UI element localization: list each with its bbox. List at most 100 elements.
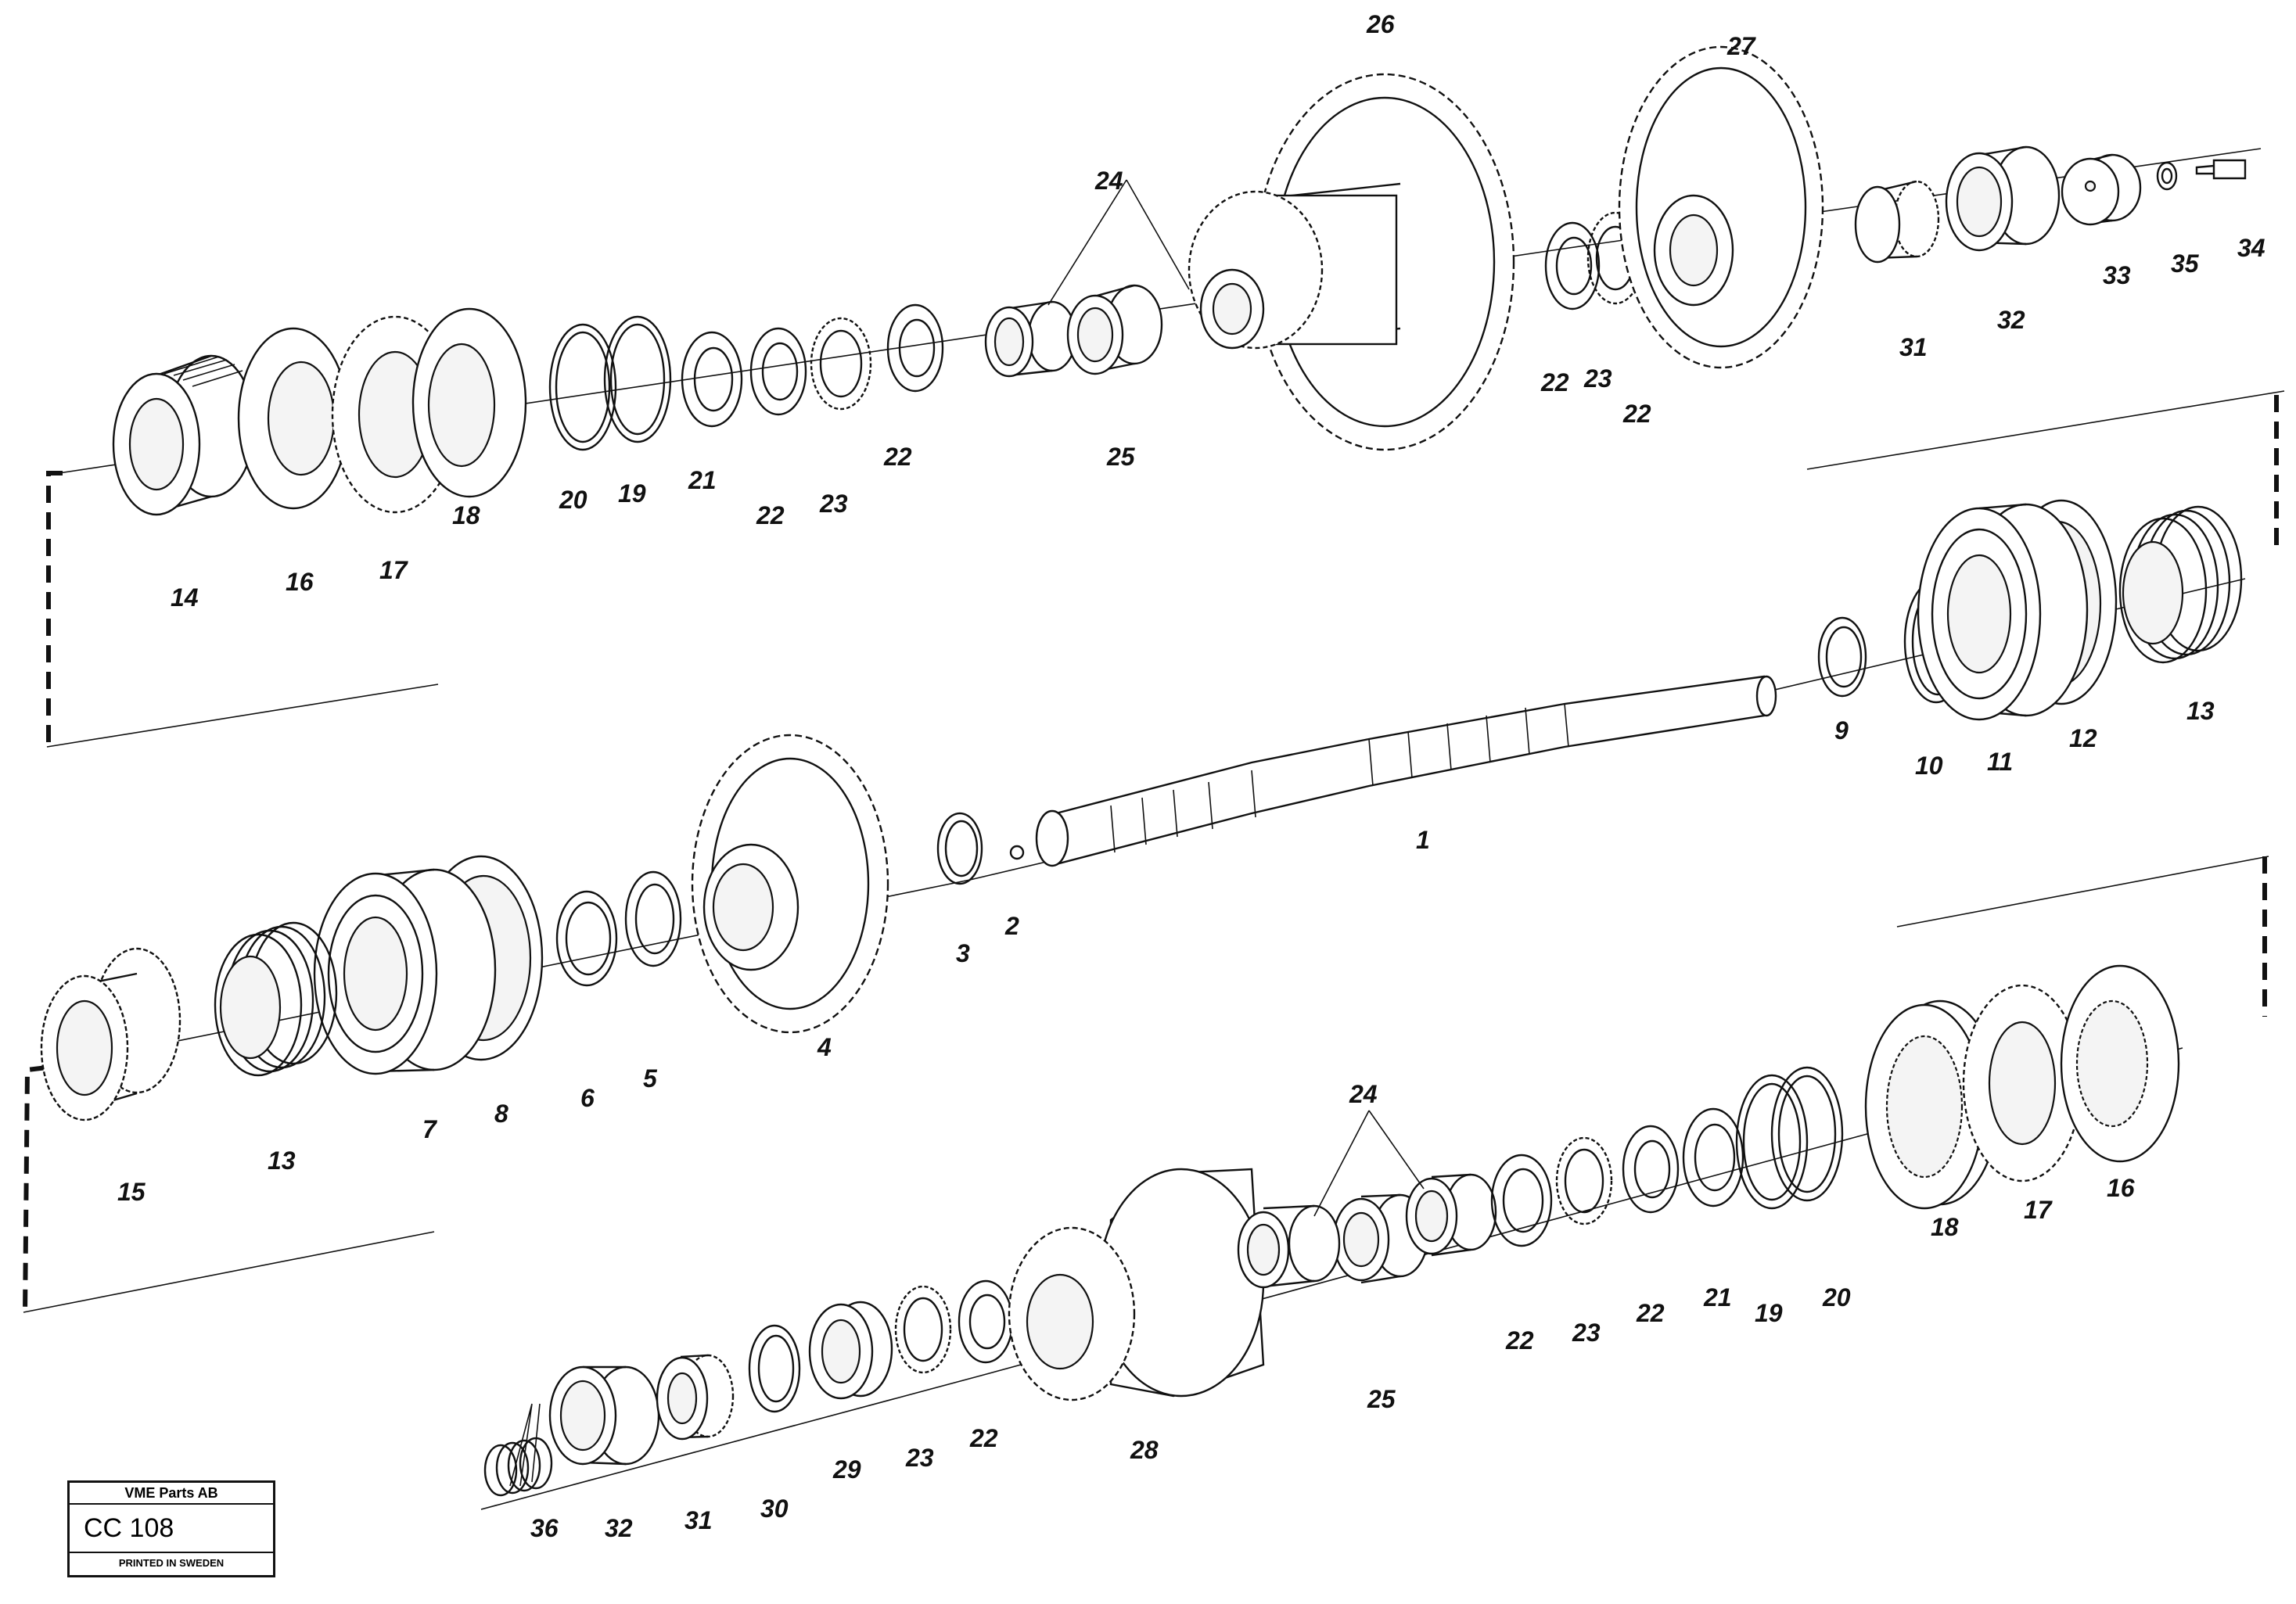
part-31b-pinion bbox=[656, 1354, 735, 1441]
callout-23a: 23 bbox=[819, 490, 848, 518]
callout-24b: 24 bbox=[1349, 1080, 1378, 1108]
callout-6: 6 bbox=[580, 1084, 595, 1112]
callout-31b: 31 bbox=[684, 1506, 713, 1534]
part-35-washer bbox=[2156, 161, 2178, 191]
connector-dashes bbox=[23, 395, 2279, 1315]
part-4-gear bbox=[691, 734, 889, 1034]
part-17b-gear-ring bbox=[1962, 984, 2082, 1182]
callout-19b: 19 bbox=[1755, 1299, 1783, 1327]
drawing-code: CC 108 bbox=[70, 1505, 273, 1553]
callout-3: 3 bbox=[956, 939, 970, 967]
callout-10: 10 bbox=[1915, 752, 1943, 780]
callout-36: 36 bbox=[530, 1514, 559, 1542]
callout-28: 28 bbox=[1130, 1436, 1159, 1464]
callout-30: 30 bbox=[760, 1495, 789, 1523]
callout-24a: 24 bbox=[1094, 167, 1123, 195]
callout-32b: 32 bbox=[605, 1514, 633, 1542]
callout-4: 4 bbox=[817, 1033, 832, 1061]
part-22b-washer bbox=[886, 303, 944, 393]
callout-35: 35 bbox=[2171, 249, 2200, 278]
callout-27: 27 bbox=[1726, 32, 1757, 60]
callout-13b: 13 bbox=[2186, 697, 2215, 725]
callout-18b: 18 bbox=[1931, 1213, 1959, 1241]
part-26-large-gear bbox=[1188, 73, 1515, 451]
part-6-washer bbox=[555, 890, 618, 987]
part-7-clutch-body bbox=[313, 868, 497, 1075]
part-29-bearing-race bbox=[808, 1301, 893, 1400]
callout-7: 7 bbox=[422, 1115, 438, 1143]
part-1-mainshaft bbox=[1035, 675, 1777, 867]
title-block: VME Parts AB CC 108 PRINTED IN SWEDEN bbox=[67, 1480, 275, 1577]
part-25-sleeve bbox=[1066, 284, 1163, 375]
part-36-springs bbox=[483, 1437, 553, 1497]
callout-32a: 32 bbox=[1997, 306, 2025, 334]
part-33-cap bbox=[2061, 153, 2142, 226]
callout-17b: 17 bbox=[2024, 1196, 2053, 1224]
callout-13: 13 bbox=[268, 1146, 296, 1175]
part-28-gear-body bbox=[1008, 1168, 1265, 1401]
callout-18: 18 bbox=[452, 501, 480, 529]
part-2-ball bbox=[1009, 845, 1025, 860]
part-22-washer bbox=[749, 327, 807, 416]
leader-lines bbox=[509, 179, 1425, 1487]
part-22d-washer bbox=[958, 1279, 1014, 1364]
callout-34: 34 bbox=[2237, 234, 2265, 262]
callout-29: 29 bbox=[832, 1455, 861, 1484]
part-32-bushing bbox=[1945, 145, 2061, 252]
part-22c-washer bbox=[1544, 221, 1601, 310]
callout-23c: 23 bbox=[905, 1444, 934, 1472]
printed-note: PRINTED IN SWEDEN bbox=[118, 1557, 225, 1569]
part-16b-plate bbox=[2060, 964, 2180, 1163]
part-23d-bearing bbox=[1555, 1136, 1613, 1225]
part-9-ring bbox=[1817, 616, 1867, 698]
callout-labels: 1 2 3 4 5 6 7 8 9 10 11 12 13 13 14 15 1… bbox=[117, 10, 2265, 1542]
callout-9: 9 bbox=[1834, 716, 1849, 745]
part-30-ring bbox=[748, 1324, 801, 1413]
part-13b-spring bbox=[2118, 505, 2243, 664]
callout-16b: 16 bbox=[2107, 1174, 2135, 1202]
part-32b-bushing bbox=[548, 1365, 660, 1466]
callout-31a: 31 bbox=[1899, 333, 1928, 361]
callout-1: 1 bbox=[1416, 826, 1430, 854]
part-20-19-rings bbox=[548, 315, 672, 451]
callout-20b: 20 bbox=[1822, 1283, 1851, 1312]
part-21-washer bbox=[681, 331, 743, 428]
company-name: VME Parts AB bbox=[70, 1483, 273, 1505]
callout-22d: 22 bbox=[1622, 400, 1651, 428]
callout-17: 17 bbox=[379, 556, 409, 584]
part-3-ring bbox=[936, 812, 983, 885]
part-31-pinion bbox=[1854, 180, 1940, 264]
part-13-spring bbox=[214, 921, 338, 1077]
callout-2: 2 bbox=[1004, 912, 1019, 940]
callout-14: 14 bbox=[171, 583, 199, 612]
callout-8: 8 bbox=[494, 1100, 508, 1128]
part-21b-washer bbox=[1682, 1107, 1744, 1207]
callout-33: 33 bbox=[2103, 261, 2131, 289]
callout-20: 20 bbox=[559, 486, 587, 514]
callout-12: 12 bbox=[2069, 724, 2097, 752]
callout-26: 26 bbox=[1366, 10, 1395, 38]
part-11-clutch-body bbox=[1917, 503, 2089, 721]
callout-5: 5 bbox=[643, 1064, 658, 1093]
callout-16: 16 bbox=[286, 568, 314, 596]
callout-22g: 22 bbox=[1636, 1299, 1665, 1327]
callout-21b: 21 bbox=[1703, 1283, 1732, 1312]
part-22e-washer bbox=[1490, 1154, 1553, 1247]
callout-23b: 23 bbox=[1583, 364, 1612, 393]
callout-21: 21 bbox=[688, 466, 717, 494]
part-34-bolt bbox=[2195, 159, 2247, 180]
callout-25b: 25 bbox=[1367, 1385, 1396, 1413]
part-5-ring bbox=[624, 870, 682, 967]
part-19b-20b-rings bbox=[1735, 1066, 1844, 1210]
part-14-hub bbox=[112, 354, 256, 516]
callout-15: 15 bbox=[117, 1178, 146, 1206]
callout-22b: 22 bbox=[883, 443, 912, 471]
part-16-plate bbox=[237, 327, 350, 510]
part-18b-ring bbox=[1864, 999, 2000, 1210]
callout-11: 11 bbox=[1987, 748, 2013, 776]
callout-25a: 25 bbox=[1106, 443, 1136, 471]
callout-23d: 23 bbox=[1572, 1319, 1601, 1347]
part-15-hub bbox=[40, 947, 181, 1121]
